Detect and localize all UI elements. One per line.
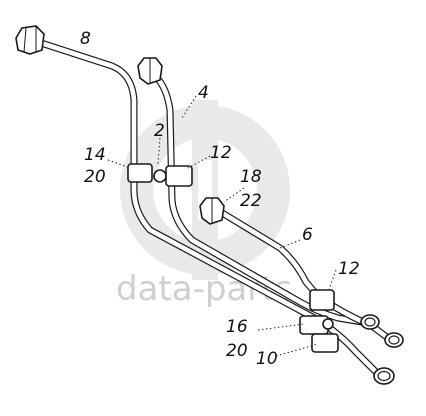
- callout-4: 4: [198, 83, 209, 103]
- pipe-4: [146, 68, 366, 326]
- nut-middle: [199, 197, 225, 225]
- callout-12-lower: 12: [338, 259, 360, 279]
- watermark-logo: [120, 100, 290, 280]
- callout-2: 2: [154, 121, 165, 141]
- lower-clamp-lower: [311, 333, 339, 353]
- callout-8: 8: [80, 29, 91, 49]
- ring-end-middle: [384, 332, 404, 348]
- lower-clamp-middle: [299, 315, 334, 335]
- callout-6: 6: [302, 225, 313, 245]
- lower-clamp-upper: [309, 289, 335, 311]
- callout-labels: 8 4 2 14 20 12 18 22 6 12 16 20 10: [80, 29, 360, 369]
- callout-10: 10: [256, 349, 278, 369]
- callout-20-lower: 20: [226, 341, 248, 361]
- ring-end-upper: [360, 314, 380, 330]
- pipe-6: [210, 204, 392, 342]
- pipe-8: [34, 38, 382, 378]
- callout-16: 16: [226, 317, 248, 337]
- callout-22: 22: [240, 191, 262, 211]
- upper-clamp-right: [165, 165, 193, 187]
- ring-end-lower: [373, 367, 395, 385]
- nut-top-left: [15, 25, 45, 55]
- callout-20-upper: 20: [84, 167, 106, 187]
- upper-clamp-left: [127, 163, 167, 183]
- leader-lines: [107, 95, 337, 357]
- callout-12-upper: 12: [210, 143, 232, 163]
- nut-top-middle: [137, 57, 163, 85]
- callout-18: 18: [240, 167, 262, 187]
- callout-14: 14: [84, 145, 106, 165]
